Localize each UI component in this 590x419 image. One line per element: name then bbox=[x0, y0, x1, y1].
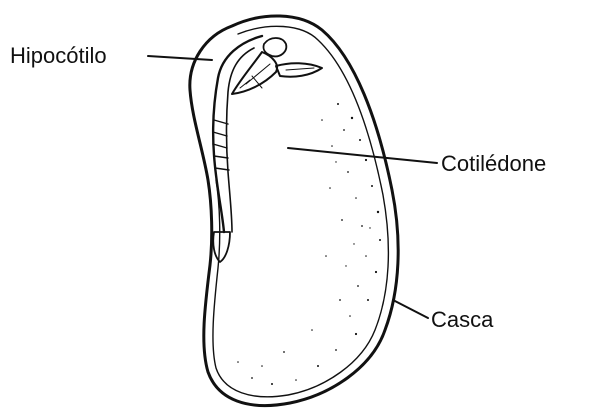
radicle-tip bbox=[213, 232, 230, 262]
plumule-leaf-right bbox=[276, 63, 322, 77]
leader-line-cotiledone bbox=[288, 148, 437, 163]
label-cotiledone: Cotilédone bbox=[441, 153, 546, 175]
leader-line-hipocotilo bbox=[148, 56, 212, 60]
leader-line-casca bbox=[393, 300, 428, 318]
hypocotyl-inner-edge bbox=[227, 48, 255, 232]
label-casca: Casca bbox=[431, 309, 493, 331]
plumule-leaf-left bbox=[232, 52, 277, 94]
label-hipocotilo: Hipocótilo bbox=[10, 45, 107, 67]
cotyledon-stipple bbox=[237, 103, 381, 385]
plumule-bud bbox=[263, 38, 286, 56]
